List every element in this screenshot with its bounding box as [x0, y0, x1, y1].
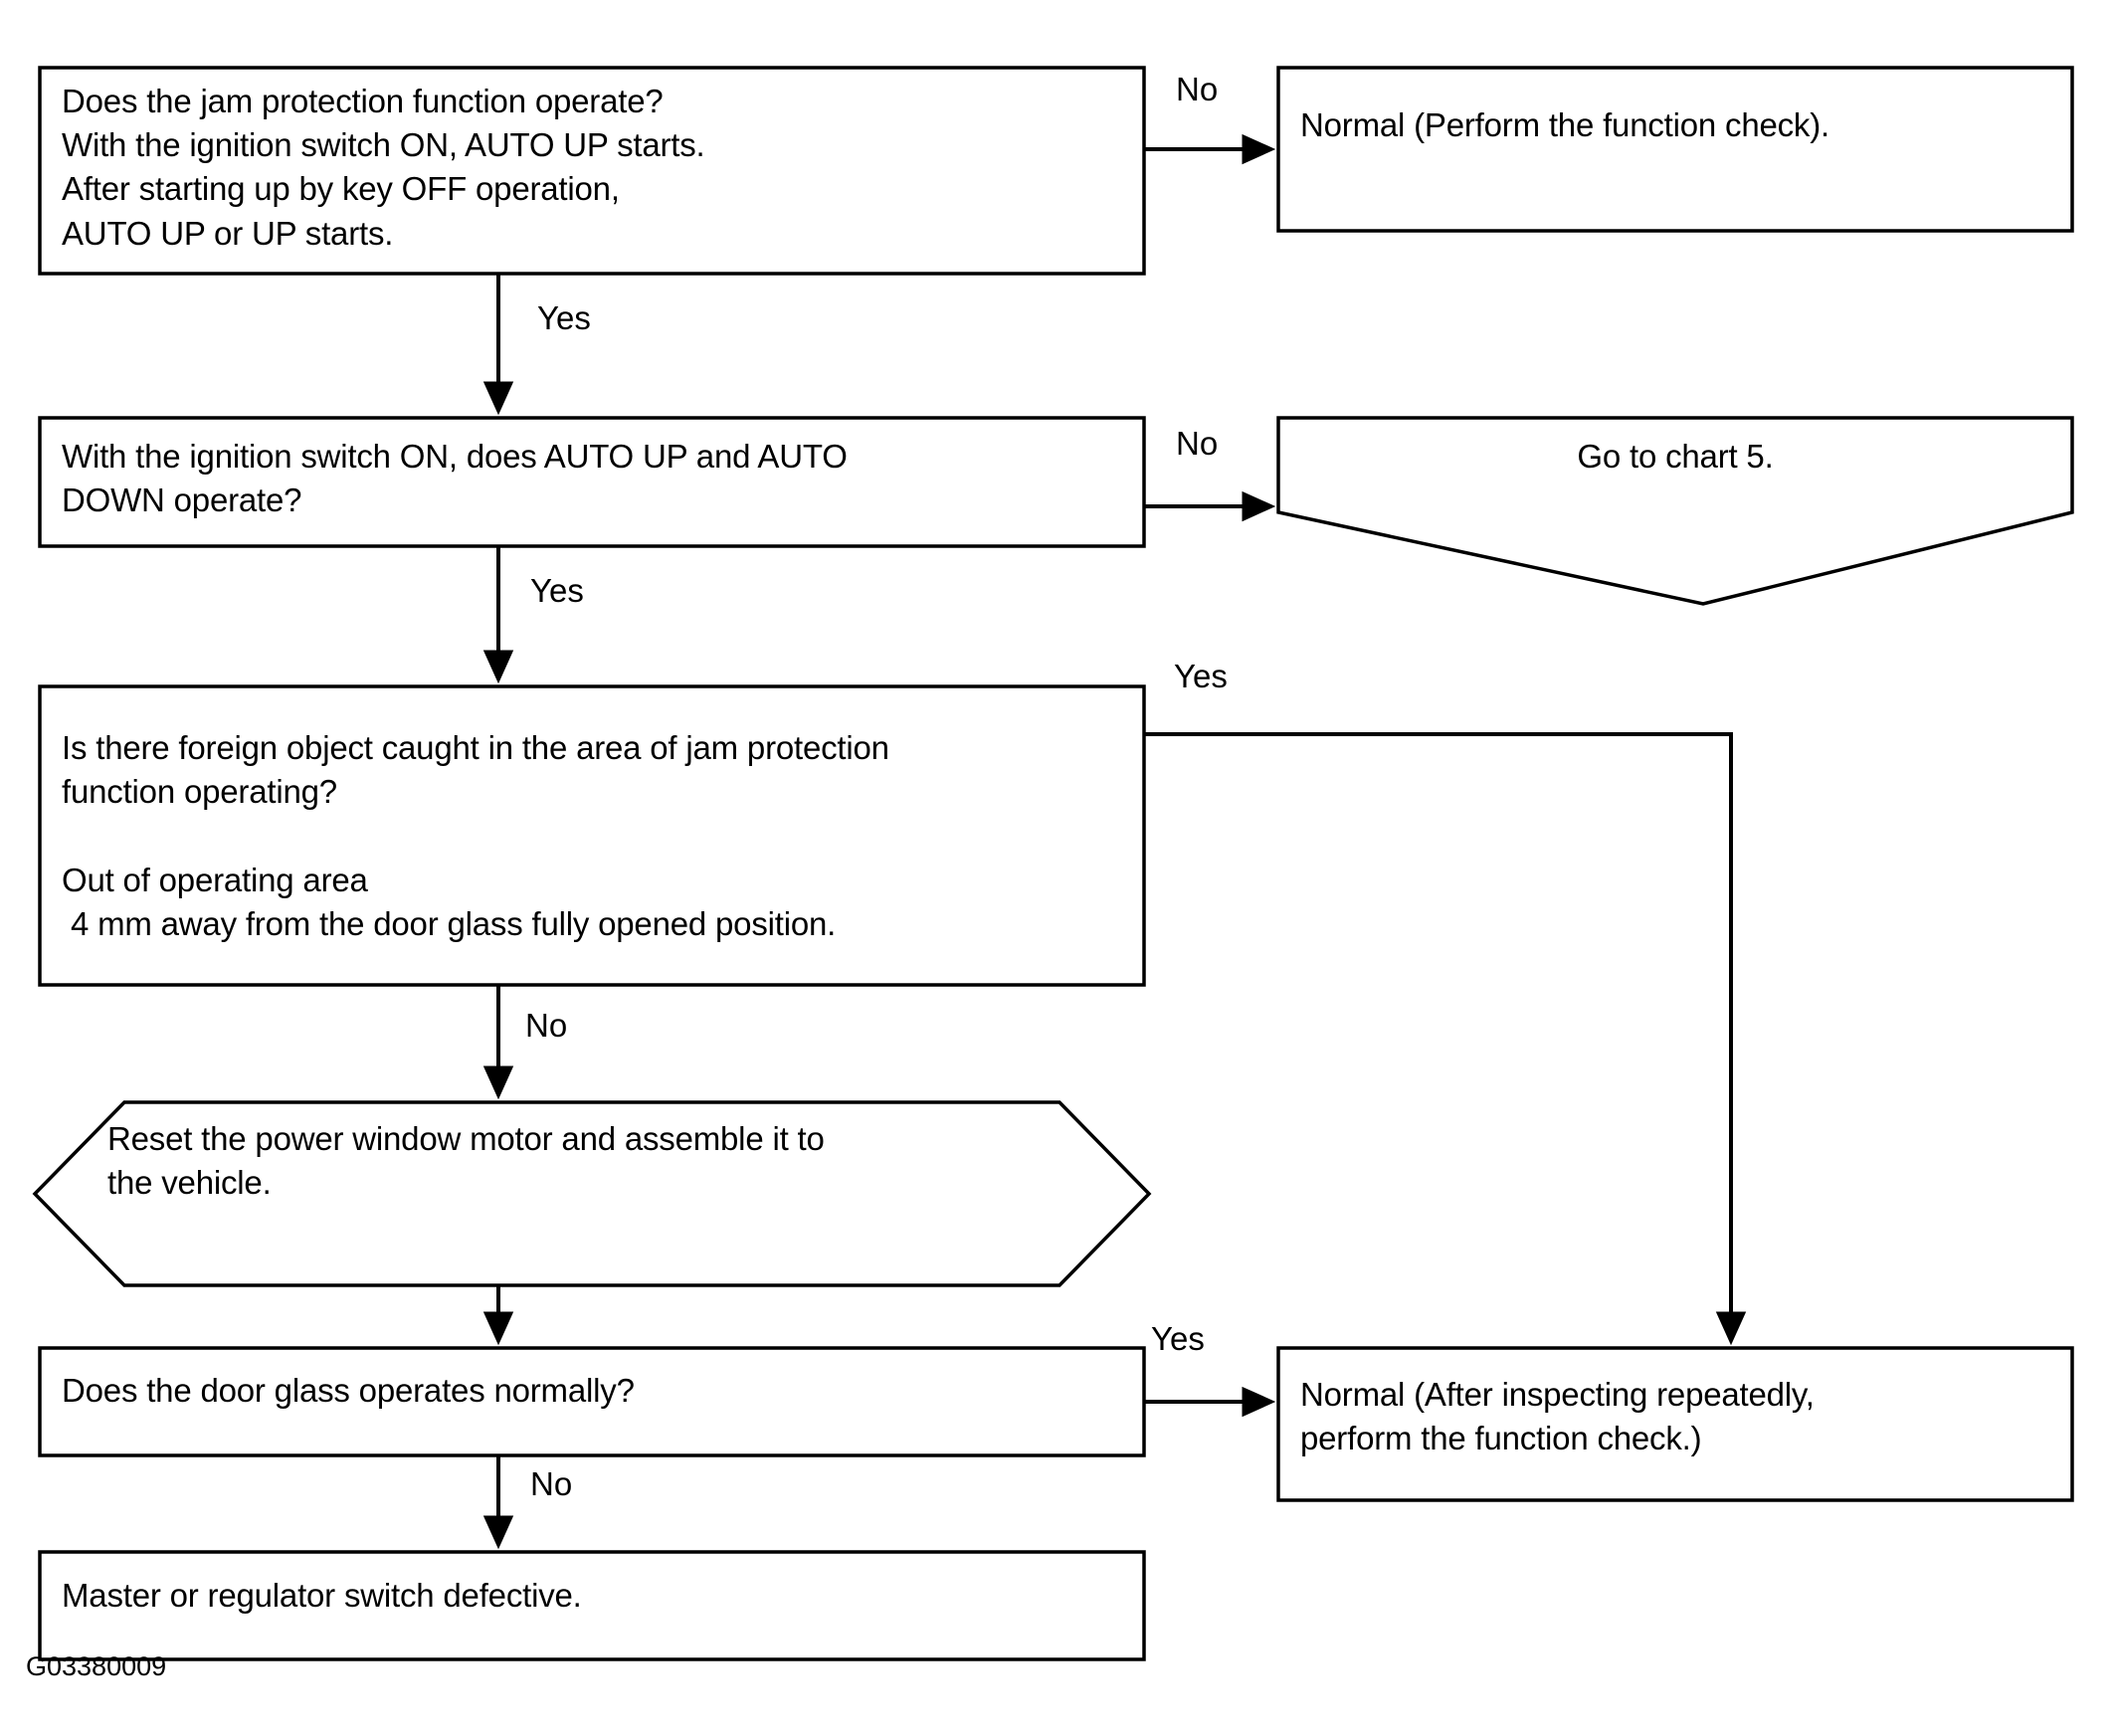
node-q1-label: Does the jam protection function operate… [62, 83, 705, 252]
node-r4-shape [38, 1550, 1146, 1661]
edge-label-q4-no: No [530, 1465, 573, 1502]
node-r1-label: Normal (Perform the function check). [1300, 106, 1829, 143]
node-r1-shape [1276, 66, 2074, 233]
node-r2-shape [1276, 416, 2074, 606]
edge-q3-to-r3 [1144, 732, 1747, 1346]
edge-label-q2-yes: Yes [530, 572, 584, 609]
node-q3-label: Is there foreign object caught in the ar… [62, 729, 889, 942]
edge-label-q4-yes: Yes [1151, 1320, 1205, 1357]
edge-label-q3-yes: Yes [1174, 658, 1228, 694]
node-r3-label: Normal (After inspecting repeatedly, per… [1300, 1376, 1815, 1457]
node-r4-label: Master or regulator switch defective. [62, 1577, 582, 1614]
node-a1-shape [32, 1100, 1152, 1287]
node-q2-label: With the ignition switch ON, does AUTO U… [62, 438, 848, 519]
node-q3-shape [38, 684, 1146, 987]
figure-id-label: G03380009 [26, 1651, 167, 1681]
node-q2-shape [38, 416, 1146, 548]
node-q4-label: Does the door glass operates normally? [62, 1372, 635, 1409]
node-q1-shape [38, 66, 1146, 276]
edge-label-q3-no: No [525, 1007, 568, 1044]
node-a1-label: Reset the power window motor and assembl… [107, 1120, 825, 1202]
node-r3-shape [1276, 1346, 2074, 1502]
node-r2-label: Go to chart 5. [1577, 438, 1774, 475]
edge-label-q2-no: No [1176, 425, 1219, 462]
node-q4-shape [38, 1346, 1146, 1457]
edge-label-q1-yes: Yes [537, 299, 591, 336]
edge-label-q1-no: No [1176, 71, 1219, 107]
